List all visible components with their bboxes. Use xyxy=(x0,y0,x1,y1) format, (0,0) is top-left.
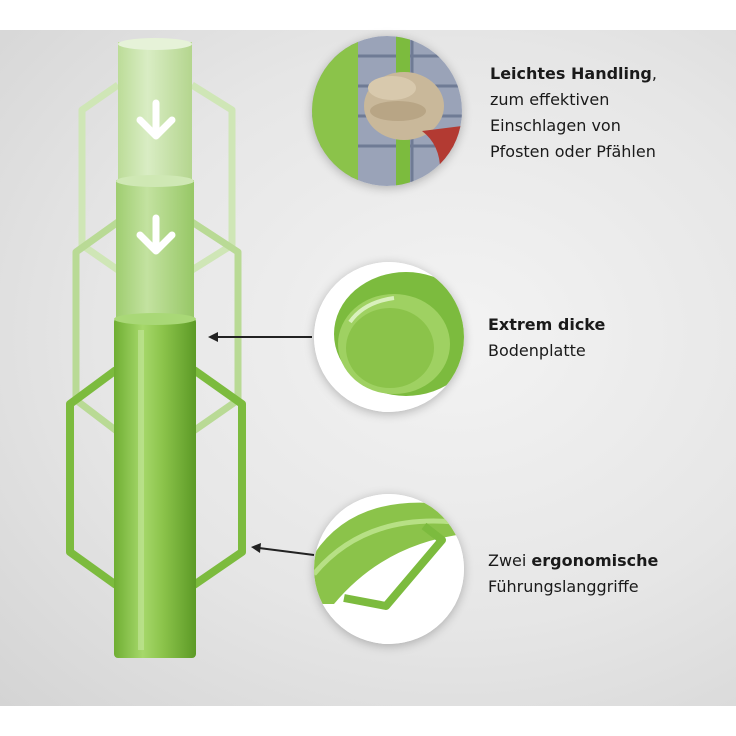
caption-baseplate: Extrem dicke Bodenplatte xyxy=(488,312,605,364)
gloved-hand-illustration xyxy=(312,36,462,186)
pointer-arrow-icon xyxy=(251,543,315,556)
caption-baseplate-line: Bodenplatte xyxy=(488,341,586,360)
pointer-arrow-icon xyxy=(208,332,312,342)
detail-circle-handles xyxy=(314,494,464,644)
down-arrow-icon xyxy=(136,99,176,140)
detail-circle-baseplate xyxy=(314,262,464,412)
caption-handling: Leichtes Handling, zum effektiven Einsch… xyxy=(490,61,657,165)
caption-handling-line: Pfosten oder Pfählen xyxy=(490,142,656,161)
down-arrow-icon xyxy=(136,214,176,255)
caption-handles: Zwei ergonomische Führungslanggriffe xyxy=(488,548,658,600)
solid-handles xyxy=(66,366,246,589)
caption-baseplate-title: Extrem dicke xyxy=(488,315,606,334)
base-plate-illustration xyxy=(314,262,464,412)
caption-handles-line: Führungslanggriffe xyxy=(488,577,639,596)
handle-closeup-illustration xyxy=(314,494,464,644)
caption-handling-line: Einschlagen von xyxy=(490,116,621,135)
solid-pipe xyxy=(114,313,196,658)
caption-handles-title-pre: Zwei xyxy=(488,551,532,570)
caption-handling-title: Leichtes Handling xyxy=(490,64,652,83)
caption-handling-title-rest: , xyxy=(651,64,657,83)
caption-handles-title: ergonomische xyxy=(531,551,659,570)
caption-handling-line: zum effektiven xyxy=(490,90,610,109)
detail-circle-handling xyxy=(312,36,462,186)
ghost-handles-top xyxy=(78,82,236,273)
ghost-handles-middle xyxy=(72,219,242,435)
